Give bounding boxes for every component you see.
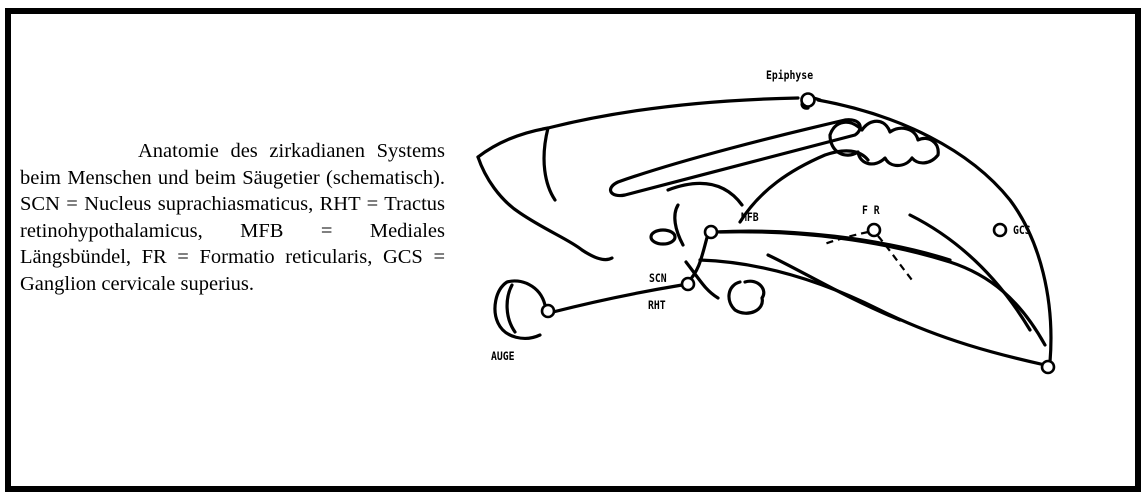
- label-rht: RHT: [648, 298, 666, 312]
- epiphyse-nucleus: [802, 94, 815, 107]
- optic-chiasm-oval: [651, 230, 675, 244]
- label-mfb: MFB: [741, 210, 759, 224]
- brainstem-upper: [720, 232, 1045, 345]
- gcs-nucleus: [994, 224, 1006, 236]
- label-scn: SCN: [649, 271, 667, 285]
- eye-lens: [507, 285, 515, 332]
- pituitary: [729, 281, 764, 313]
- medulla-curve: [910, 215, 1030, 330]
- cerebellum: [830, 121, 938, 165]
- label-epiphyse: Epiphyse: [766, 68, 813, 82]
- brainstem-inner: [768, 255, 900, 320]
- cerebrum-lower: [544, 128, 555, 200]
- mfb-bundle: [716, 231, 950, 260]
- scn-to-mfb: [688, 234, 708, 282]
- scn-nucleus: [682, 278, 694, 290]
- mfb-nucleus: [705, 226, 717, 238]
- label-auge: AUGE: [491, 349, 515, 363]
- eye-nucleus: [542, 305, 554, 317]
- fr-nucleus: [868, 224, 880, 236]
- cerebrum-outline: [478, 98, 798, 157]
- label-fr: F R: [862, 203, 880, 217]
- label-gcs: GCS: [1013, 223, 1031, 237]
- end-nucleus: [1042, 361, 1054, 373]
- eye-ball: [495, 281, 545, 338]
- fornix: [668, 183, 742, 205]
